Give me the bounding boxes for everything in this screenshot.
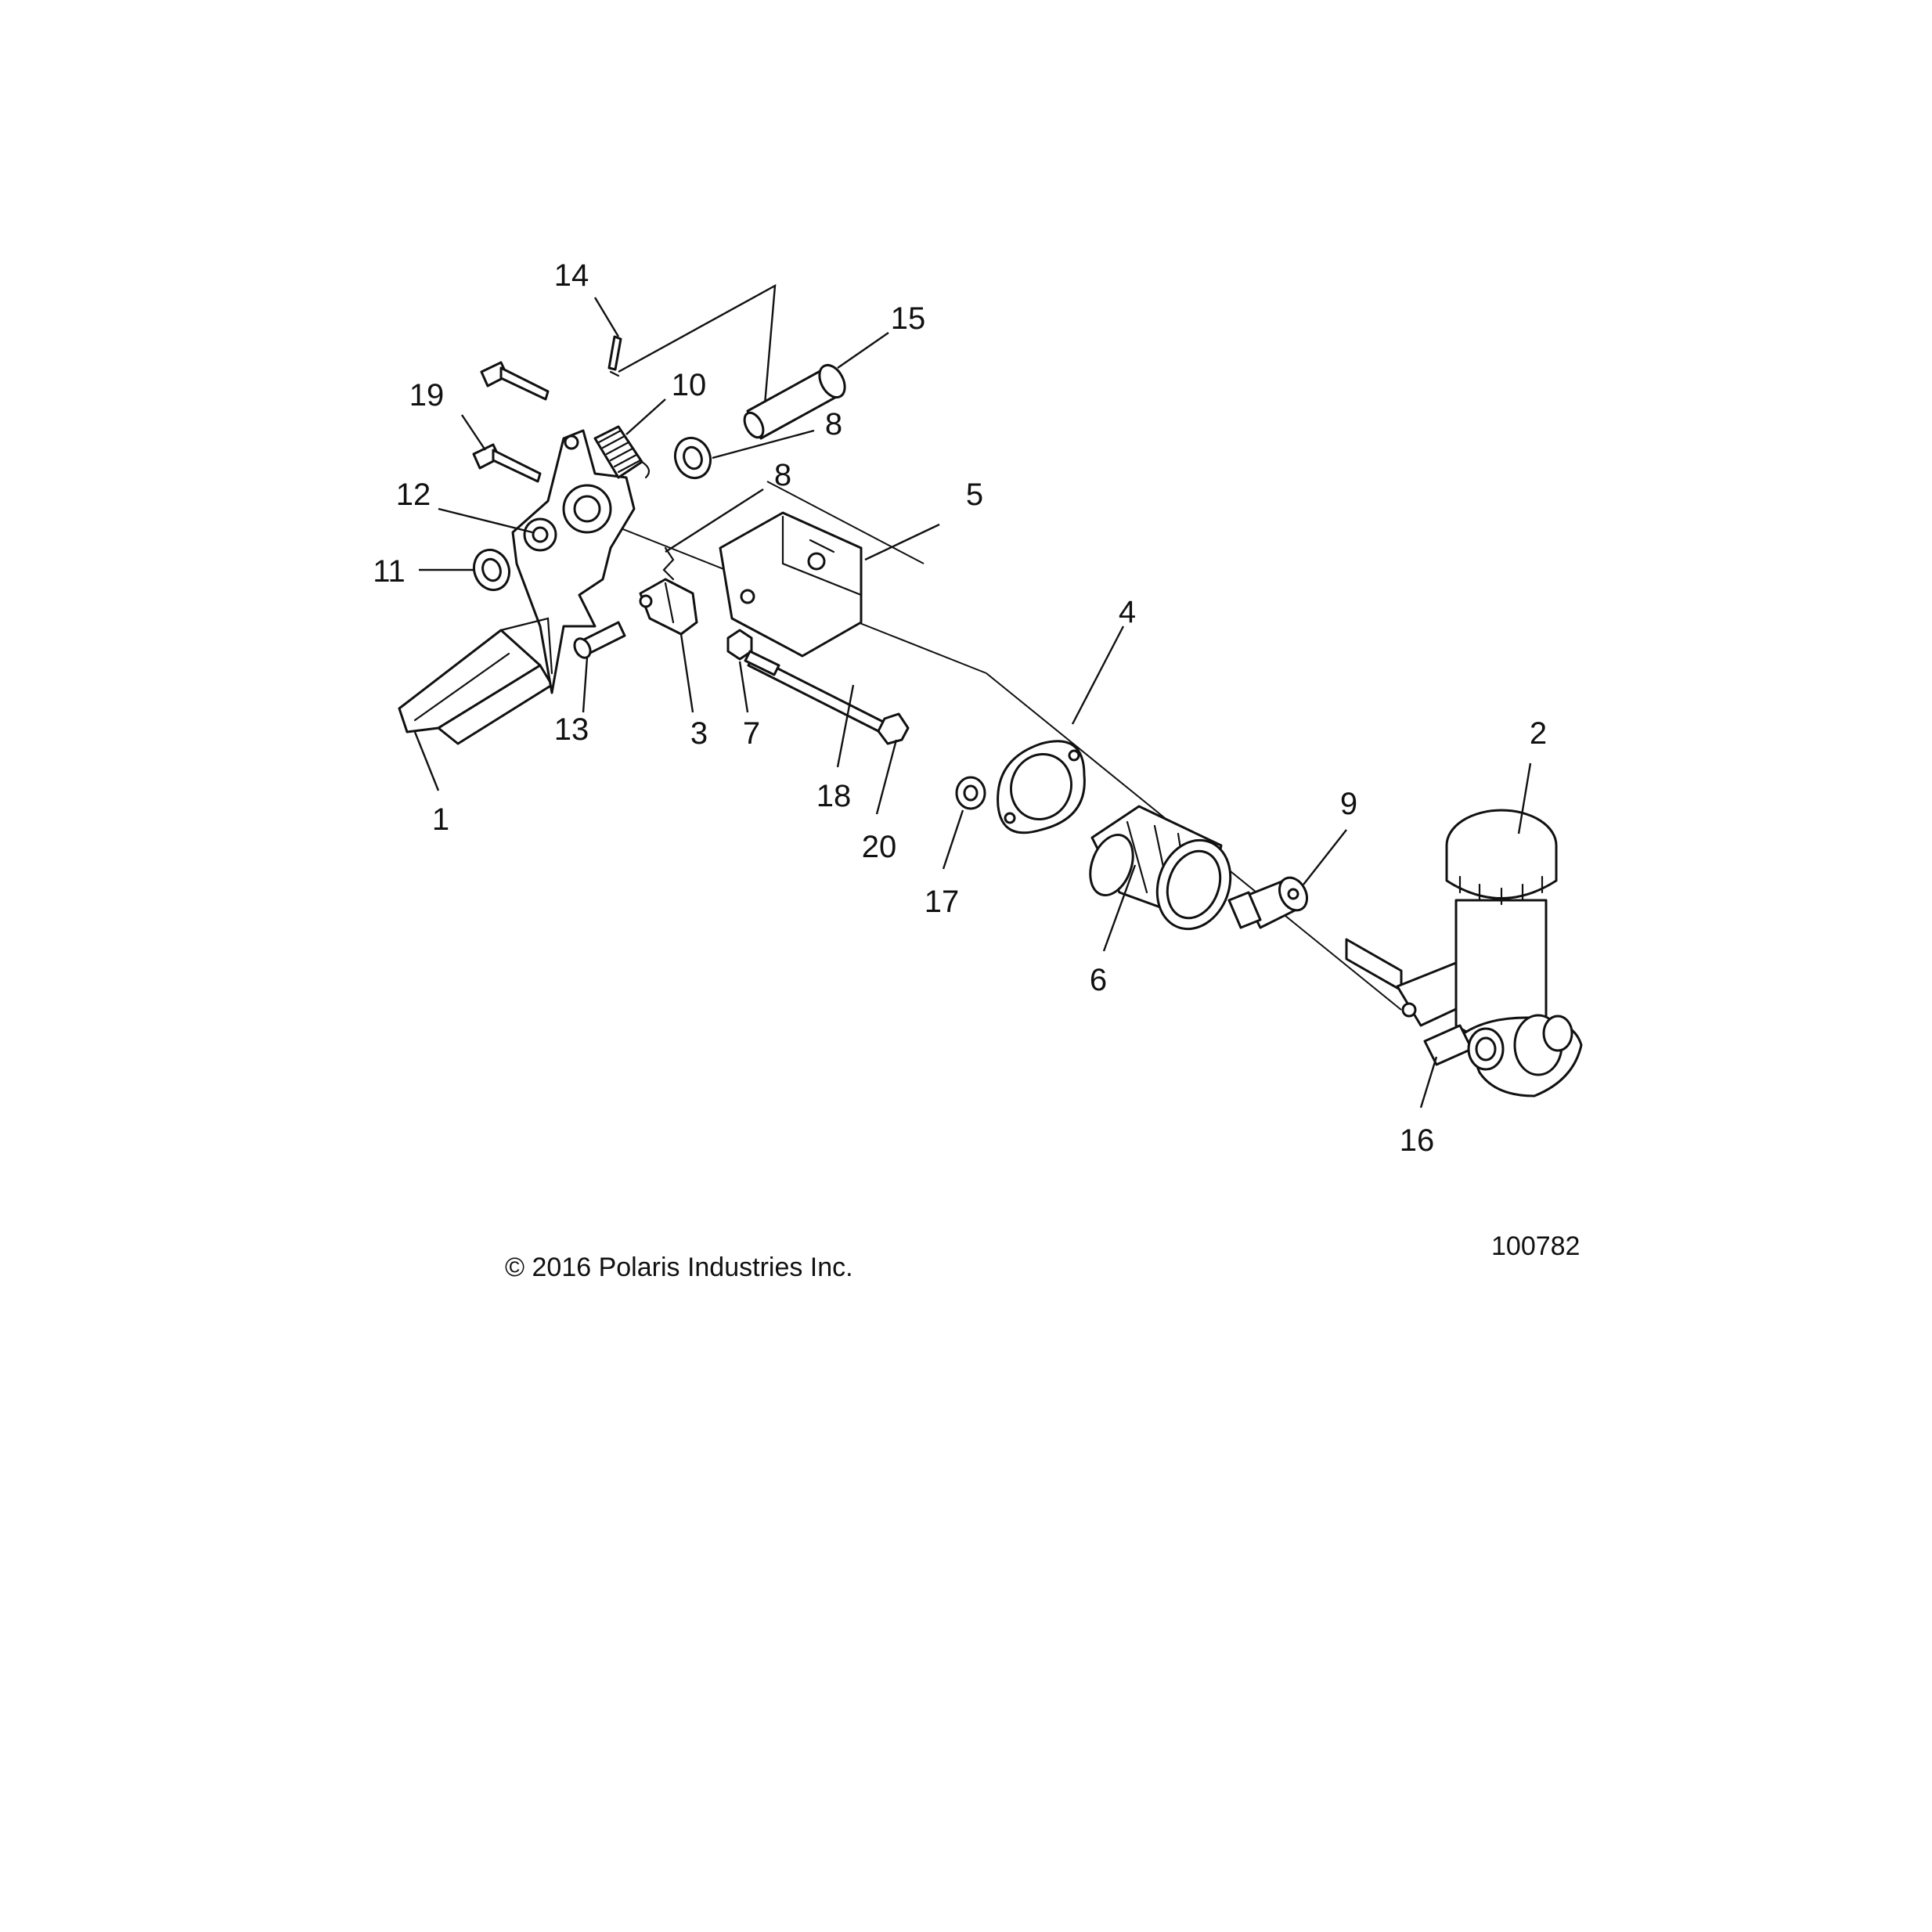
copyright-text: © 2016 Polaris Industries Inc. (505, 1253, 853, 1282)
callout-19: 19 (409, 378, 445, 413)
part-10-spring (593, 425, 651, 479)
part-8-bushings (673, 436, 712, 480)
part-3-clevis (639, 578, 698, 636)
callout-2: 2 (1530, 716, 1547, 751)
callout-labels: 14 15 19 10 8 8 12 5 11 4 13 3 7 2 1 18 … (373, 258, 1547, 1158)
callout-20: 20 (862, 830, 897, 864)
callout-10: 10 (672, 368, 707, 402)
callout-leaders (413, 297, 1532, 1108)
part-13-pin (573, 621, 626, 659)
callout-16: 16 (1400, 1123, 1435, 1158)
callout-18: 18 (816, 779, 852, 813)
callout-7: 7 (743, 716, 760, 751)
callout-13: 13 (554, 712, 589, 747)
callout-8-lower: 12 (396, 478, 431, 512)
callout-15: 15 (891, 301, 926, 336)
part-11-washer (472, 548, 511, 592)
part-15-clevis-pin (743, 363, 846, 440)
callout-5: 5 (966, 478, 983, 512)
callout-14: 14 (554, 258, 589, 293)
part-12-clip (662, 546, 675, 581)
part-5-bracket (719, 511, 863, 658)
callout-6: 6 (1090, 963, 1107, 997)
part-18-push-rod (744, 650, 894, 737)
callout-17: 17 (925, 885, 960, 919)
part-20-jam-nut (877, 712, 910, 745)
part-9-piston (1227, 876, 1309, 929)
part-16-fitting (1423, 1024, 1505, 1071)
drawing-number: 100782 (1491, 1231, 1580, 1261)
part-6-boot (1089, 805, 1232, 931)
callout-8-upper: 8 (825, 407, 842, 442)
part-19-bolts (472, 361, 550, 483)
callout-12: 8 (774, 458, 791, 492)
callout-11: 11 (373, 554, 406, 589)
callout-1: 1 (432, 802, 449, 837)
part-17-nut (955, 776, 986, 810)
callout-4: 4 (1119, 595, 1136, 629)
callout-9: 9 (1340, 787, 1357, 821)
part-4-gasket (997, 740, 1086, 834)
part-1-pedal-pad (398, 629, 553, 745)
assembly-axes (551, 481, 1402, 1011)
callout-3: 3 (690, 716, 708, 751)
pedal-arm (499, 429, 636, 694)
part-14-cotter-pin (607, 283, 777, 424)
